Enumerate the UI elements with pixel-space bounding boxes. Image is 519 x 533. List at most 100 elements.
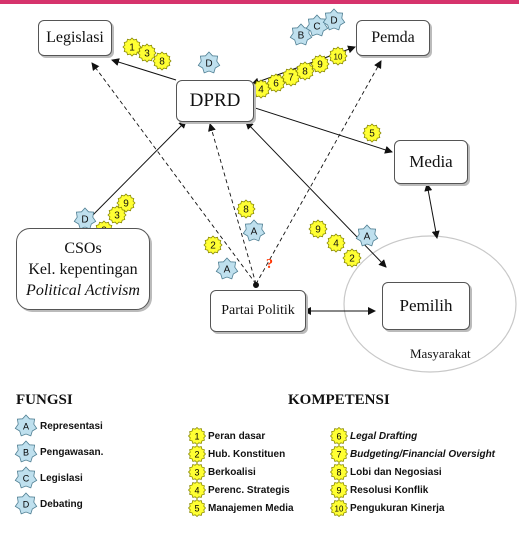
competence-badge-pemilih_link-0: 9: [308, 219, 328, 239]
svg-text:2: 2: [210, 241, 216, 252]
badge-4-icon: 4: [188, 481, 206, 499]
star-a-icon: A: [14, 414, 38, 437]
node-media-label: Media: [409, 152, 453, 171]
legend-komp-9: 9 Resolusi Konflik: [330, 481, 428, 499]
competence-badge-partai_mid-0: 8: [236, 199, 256, 219]
svg-text:4: 4: [258, 85, 264, 96]
node-pemda[interactable]: Pemda: [356, 20, 430, 56]
competence-badge-partai_left-0: 2: [203, 235, 223, 255]
svg-text:7: 7: [288, 73, 294, 84]
svg-text:10: 10: [335, 505, 344, 514]
legend-fungsi-d-label: Debating: [40, 498, 83, 510]
svg-text:C: C: [23, 474, 30, 484]
svg-text:3: 3: [144, 49, 150, 60]
node-pemilih[interactable]: Pemilih: [382, 282, 470, 330]
legend-fungsi-a-label: Representasi: [40, 420, 103, 432]
competence-badge-legislasi_link-0: 1: [122, 37, 142, 57]
svg-text:8: 8: [302, 67, 308, 78]
svg-text:D: D: [81, 215, 88, 226]
svg-text:8: 8: [336, 468, 341, 478]
node-dprd-label: DPRD: [189, 90, 241, 111]
competence-badge-pemilih_link-2: 2: [342, 248, 362, 268]
node-csos-line1: CSOs: [64, 239, 102, 257]
legend-komp-8: 8 Lobi dan Negosiasi: [330, 463, 442, 481]
svg-text:8: 8: [159, 57, 165, 68]
node-csos-line3: Political Activism: [26, 281, 140, 299]
badge-10-icon: 10: [330, 499, 348, 517]
legend-kompetensi-title: KOMPETENSI: [288, 392, 390, 408]
legend-komp-8-label: Lobi dan Negosiasi: [350, 466, 442, 478]
function-star-pemda_top-1: C: [305, 14, 329, 37]
svg-text:7: 7: [336, 450, 341, 460]
star-b-icon: B: [14, 440, 38, 463]
svg-text:A: A: [364, 232, 371, 243]
legend-komp-2: 2 Hub. Konstituen: [188, 445, 285, 463]
badge-9-icon: 9: [330, 481, 348, 499]
legend-fungsi-a: A Representasi: [14, 414, 103, 438]
svg-text:4: 4: [333, 239, 339, 250]
svg-text:B: B: [23, 448, 29, 458]
svg-text:5: 5: [194, 504, 199, 514]
svg-text:9: 9: [317, 60, 323, 71]
legend-komp-6-label: Legal Drafting: [350, 430, 418, 442]
legend-fungsi-b: B Pengawasan.: [14, 440, 103, 464]
legend-komp-6: 6 Legal Drafting: [330, 427, 417, 445]
node-media[interactable]: Media: [394, 140, 468, 184]
competence-badge-legislasi_link-2: 8: [152, 51, 172, 71]
star-d-icon: D: [14, 492, 38, 515]
svg-text:C: C: [313, 22, 320, 33]
svg-text:6: 6: [273, 79, 279, 90]
legend-komp-5: 5 Manajemen Media: [188, 499, 294, 517]
legend-komp-10: 10 Pengukuran Kinerja: [330, 499, 444, 517]
svg-text:1: 1: [129, 43, 135, 54]
star-c-icon: C: [14, 466, 38, 489]
masyarakat-label: Masyarakat: [410, 346, 471, 361]
arrow-dprd-legislasi: [111, 58, 177, 81]
legend-komp-1: 1 Peran dasar: [188, 427, 265, 445]
node-legislasi[interactable]: Legislasi: [38, 20, 112, 56]
competence-badge-cso_link_circles-1: 3: [107, 205, 127, 225]
question-mark: ?: [266, 257, 273, 272]
node-csos-line2: Kel. kepentingan: [28, 260, 138, 278]
top-accent-bar: [0, 0, 519, 4]
competence-badge-pemda_link-4: 9: [310, 54, 330, 74]
competence-badge-media_link-0: 5: [362, 123, 382, 143]
svg-text:9: 9: [123, 199, 129, 210]
svg-text:2: 2: [349, 254, 355, 265]
svg-text:10: 10: [334, 53, 343, 62]
partai-junction-dot: [253, 282, 259, 288]
node-partai-politik[interactable]: Partai Politik: [210, 290, 306, 332]
svg-text:4: 4: [194, 486, 199, 496]
svg-text:D: D: [205, 59, 212, 70]
node-pemilih-label: Pemilih: [399, 296, 453, 315]
svg-text:6: 6: [336, 432, 341, 442]
competence-badge-legislasi_link-1: 3: [137, 43, 157, 63]
node-legislasi-label: Legislasi: [46, 29, 104, 46]
legend-komp-3-label: Berkoalisi: [208, 466, 256, 478]
svg-text:2: 2: [194, 450, 199, 460]
legend-komp-2-label: Hub. Konstituen: [208, 448, 286, 460]
legend-komp-7-label: Budgeting/Financial Oversight: [350, 448, 496, 460]
arrow-media-pemilih: [424, 183, 440, 239]
badge-3-icon: 3: [188, 463, 206, 481]
badge-8-icon: 8: [330, 463, 348, 481]
svg-text:8: 8: [243, 205, 249, 216]
node-csos[interactable]: CSOs Kel. kepentingan Political Activism: [16, 228, 150, 310]
legend-komp-7: 7 Budgeting/Financial Oversight: [330, 445, 495, 463]
legend-fungsi-b-label: Pengawasan.: [40, 446, 104, 458]
legend-fungsi-c: C Legislasi: [14, 466, 83, 490]
competence-badge-pemda_link-5: 10: [328, 46, 348, 66]
legend-komp-10-label: Pengukuran Kinerja: [350, 502, 445, 514]
svg-text:9: 9: [315, 225, 321, 236]
function-star-dprd_top-0: D: [197, 51, 221, 74]
legend-fungsi-c-label: Legislasi: [40, 472, 83, 484]
node-pemda-label: Pemda: [371, 29, 415, 46]
function-star-partai-left: A: [215, 257, 239, 280]
node-dprd[interactable]: DPRD: [176, 80, 254, 122]
dashed-partai-legislasi: [91, 62, 257, 285]
legend-komp-5-label: Manajemen Media: [208, 502, 294, 514]
svg-text:3: 3: [114, 211, 120, 222]
legend-komp-4: 4 Perenc. Strategis: [188, 481, 290, 499]
dashed-partai-pemda: [255, 60, 382, 285]
svg-text:3: 3: [194, 468, 199, 478]
